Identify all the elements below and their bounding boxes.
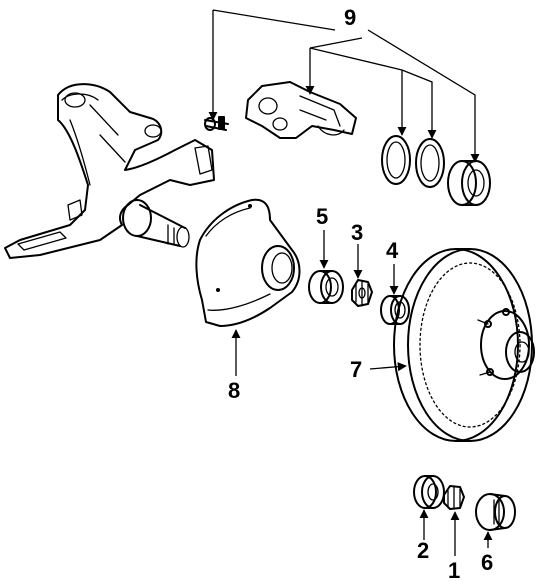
outer-bearing (380, 295, 410, 325)
dust-shield (195, 198, 301, 327)
callout-4: 4 (386, 238, 399, 263)
brake-rotor (393, 248, 535, 442)
callout-8: 8 (228, 378, 240, 403)
seal-ring-1 (381, 135, 411, 185)
callout-leaders (213, 9, 493, 556)
callout-5: 5 (316, 204, 328, 229)
caliper (245, 81, 357, 139)
callout-2: 2 (417, 538, 429, 563)
spindle-nut (351, 279, 373, 307)
callout-7: 7 (350, 357, 362, 382)
bearing-cup (447, 160, 491, 206)
callout-9: 9 (344, 5, 356, 30)
inner-bearing (308, 270, 344, 304)
callout-6: 6 (481, 550, 493, 575)
hub-seal (413, 475, 445, 509)
steering-knuckle (4, 83, 215, 259)
locking-nut (443, 485, 465, 510)
hub-cap (475, 493, 516, 531)
seal-ring-2 (415, 138, 445, 188)
callout-1: 1 (448, 558, 460, 581)
caliper-bolt (204, 116, 229, 131)
callout-3: 3 (351, 220, 363, 245)
